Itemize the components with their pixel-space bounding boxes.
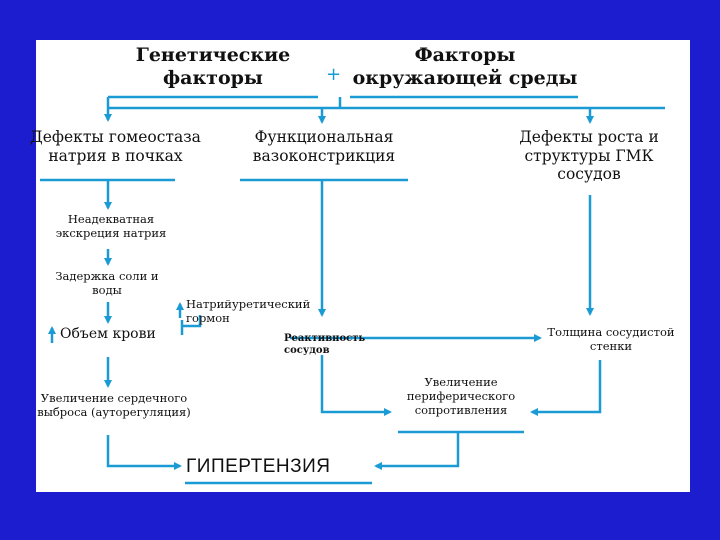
natriuretic-link [180, 315, 202, 335]
sodium-homeostasis-defects: Дефекты гомеостаза натрия в почках [30, 128, 201, 165]
environment-factors: Факторы окружающей среды [352, 44, 578, 89]
plus-sign: + [326, 64, 342, 85]
wall-thickness: Толщина сосудистой стенки [547, 325, 675, 353]
resistance-to-hypertension [374, 432, 460, 470]
diagram-panel [36, 40, 690, 492]
output-to-hypertension [106, 435, 182, 470]
cardiac-output: Увеличение сердечного выброса (ауторегул… [37, 391, 191, 419]
genetic-factors: Генетические факторы [135, 44, 291, 89]
vascular-reactivity: Реактивность сосудов [284, 333, 366, 356]
inadequate-excretion: Неадекватная экскреция натрия [55, 212, 167, 240]
salt-water-retention: Задержка соли и воды [55, 269, 159, 297]
reactivity-to-resistance [320, 355, 392, 416]
hypertension: ГИПЕРТЕНЗИЯ [186, 456, 331, 477]
top-bar [106, 97, 665, 110]
smc-growth-defects: Дефекты роста и структуры ГМК сосудов [519, 128, 659, 184]
blood-volume: Объем крови [60, 326, 156, 342]
functional-vasoconstriction: Функциональная вазоконстрикция [252, 128, 396, 165]
natriuretic-hormone: Натрийуретический гормон [186, 297, 311, 325]
peripheral-resistance: Увеличение периферического сопротивления [406, 375, 516, 417]
wall-to-resistance [530, 360, 602, 416]
